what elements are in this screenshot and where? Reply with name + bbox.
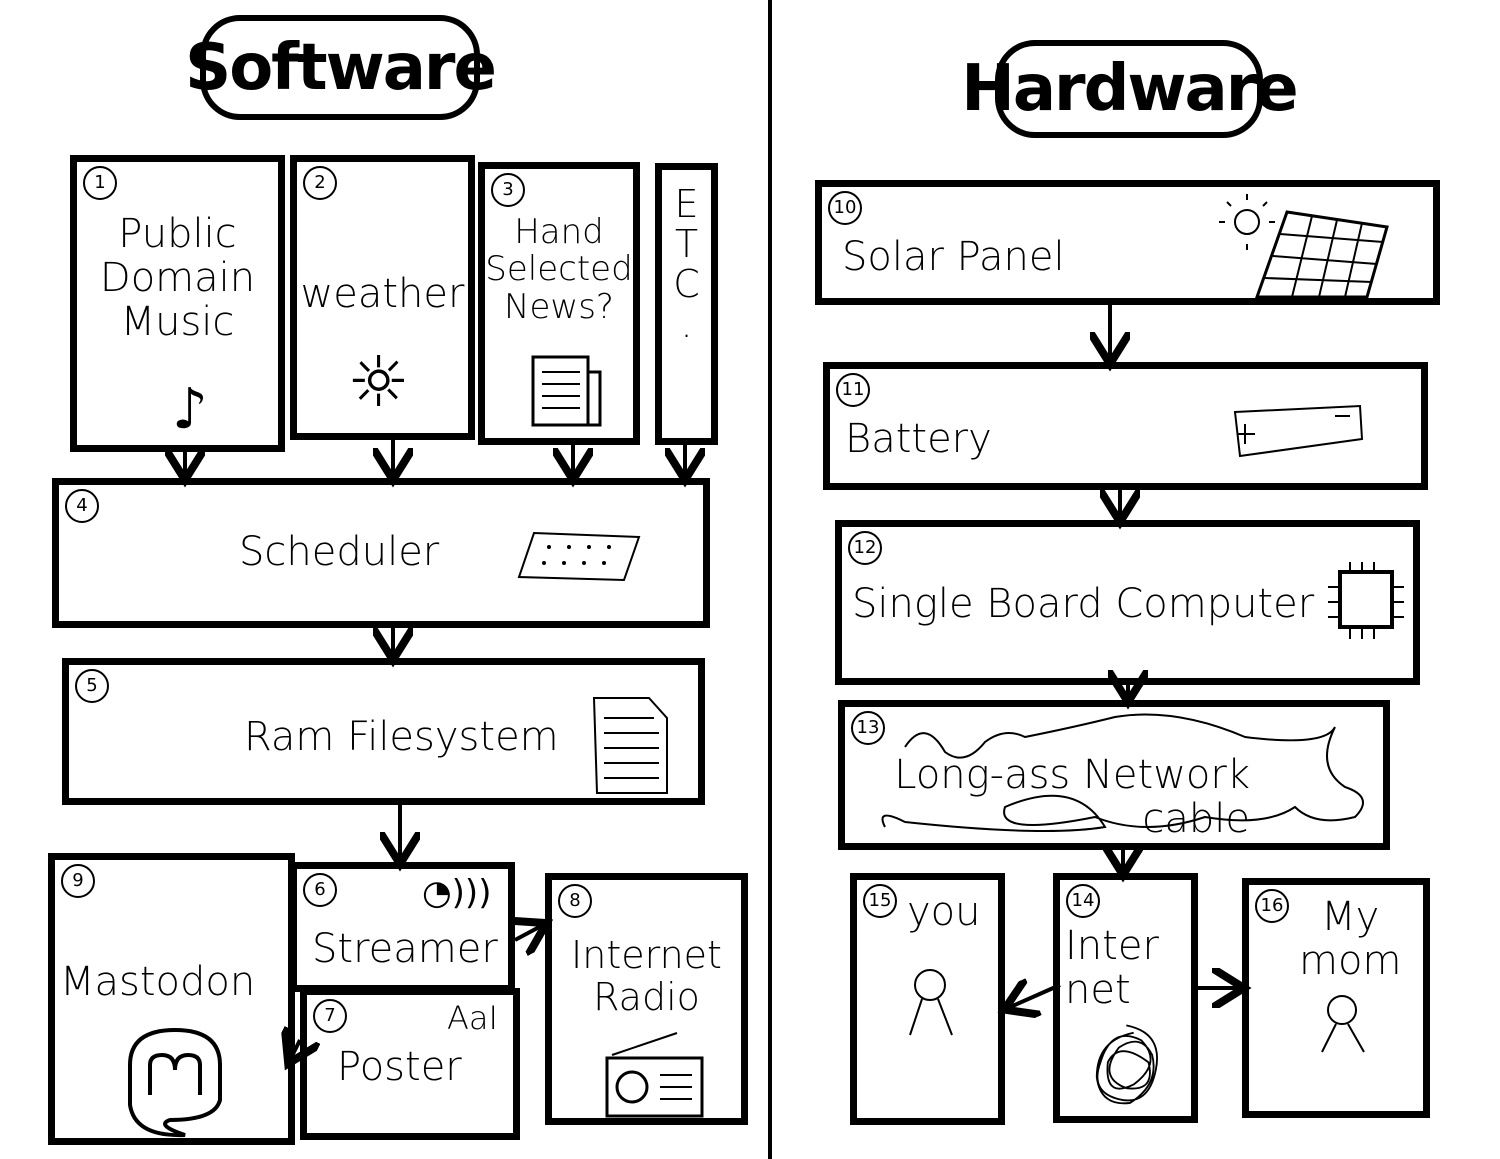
box-internet: 14 Inter net — [1053, 873, 1198, 1123]
step-number: 13 — [851, 711, 885, 745]
step-number: 7 — [313, 999, 347, 1033]
box-label: My mom — [1299, 894, 1402, 984]
box-etc: E T C . — [655, 163, 718, 445]
box-label: Single Board Computer — [852, 581, 1315, 627]
step-number: 12 — [848, 531, 882, 565]
box-network-cable: 13 Long-ass Network cable — [838, 700, 1390, 850]
tangled-cable-icon — [881, 713, 1364, 832]
box-label: Mastodon — [60, 959, 256, 1005]
person-icon — [909, 969, 953, 1036]
box-weather: 2 weather ☼ — [290, 155, 475, 440]
box-label: Poster — [337, 1044, 462, 1090]
person-icon — [1321, 995, 1365, 1053]
chip-icon — [1328, 562, 1404, 639]
step-number: 9 — [61, 864, 95, 898]
step-number: 1 — [83, 166, 117, 200]
box-label: E T C . — [673, 182, 700, 346]
box-label: Public Domain Music — [99, 211, 256, 345]
mastodon-icon — [128, 1027, 222, 1138]
step-number: 10 — [828, 191, 862, 225]
box-poster: 7 Poster AaI — [300, 988, 520, 1140]
newspaper-icon — [531, 355, 602, 427]
box-label: Streamer — [312, 926, 498, 972]
arrow — [290, 1040, 300, 1060]
box-single-board-computer: 12 Single Board Computer — [835, 520, 1420, 685]
box-label: Scheduler — [239, 529, 440, 575]
box-label: you — [907, 889, 981, 935]
font-icon-label: AaI — [447, 999, 498, 1037]
step-number: 11 — [836, 373, 870, 407]
box-label: Long-ass Network cable — [894, 752, 1250, 842]
box-streamer: 6 Streamer ◔))) — [290, 862, 515, 992]
box-internet-radio: 8 Internet Radio — [545, 873, 748, 1125]
box-label: Ram Filesystem — [244, 714, 559, 760]
scribble-icon — [1095, 1024, 1158, 1105]
step-number: 16 — [1255, 889, 1289, 923]
box-solar-panel: 10 Solar Panel — [815, 180, 1440, 305]
divider — [768, 0, 772, 1159]
box-label: Inter net — [1065, 923, 1159, 1013]
box-you: 15 you — [850, 873, 1005, 1125]
arrow — [515, 925, 543, 940]
box-label: Solar Panel — [842, 234, 1065, 280]
box-scheduler: 4 Scheduler — [52, 478, 710, 628]
arrow — [1008, 985, 1061, 1008]
step-number: 8 — [558, 884, 592, 918]
step-number: 6 — [303, 873, 337, 907]
box-my-mom: 16 My mom — [1242, 878, 1430, 1118]
sun-icon: ☼ — [347, 341, 410, 423]
box-label: Internet Radio — [571, 933, 722, 1019]
box-news: 3 Hand Selected News? — [478, 162, 640, 445]
step-number: 15 — [863, 884, 897, 918]
box-mastodon: 9 Mastodon — [48, 853, 295, 1145]
broadcast-icon: ◔))) — [422, 873, 492, 913]
box-battery: 11 Battery — [823, 362, 1428, 490]
step-number: 4 — [65, 489, 99, 523]
step-number: 2 — [303, 166, 337, 200]
step-number: 14 — [1066, 884, 1100, 918]
box-label: Hand Selected News? — [485, 212, 633, 327]
solar-panel-icon — [1219, 194, 1389, 299]
document-icon — [592, 697, 668, 794]
step-number: 5 — [75, 669, 109, 703]
step-number: 3 — [491, 173, 525, 207]
battery-icon — [1233, 404, 1364, 458]
box-label: Battery — [845, 416, 992, 462]
radio-icon — [605, 1032, 704, 1118]
calendar-icon — [517, 531, 641, 582]
software-title: Software — [185, 15, 497, 120]
music-note-icon: ♪ — [172, 377, 208, 442]
box-label: weather — [300, 271, 465, 317]
hardware-title: Hardware — [961, 40, 1299, 138]
